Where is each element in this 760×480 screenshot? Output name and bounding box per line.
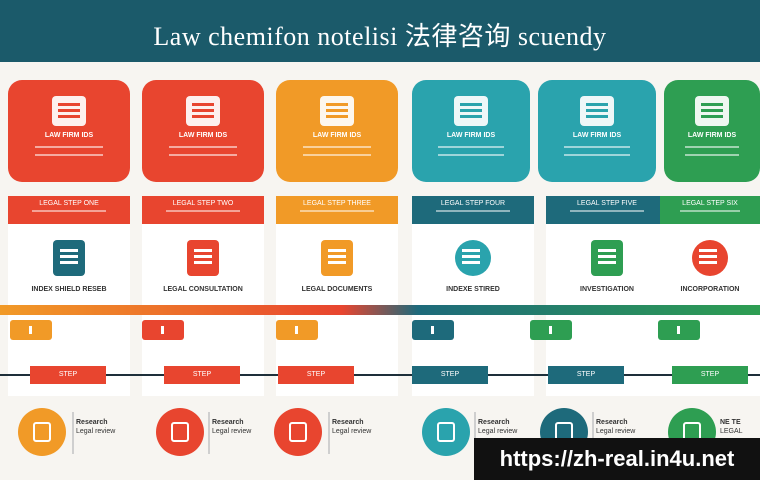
step-header: LEGAL STEP THREE [276,196,398,224]
divider [592,412,594,454]
card-3[interactable]: LAW FIRM IDS [276,80,398,182]
card-title: LAW FIRM IDS [178,132,228,139]
chip [658,320,700,340]
step-caption: INDEXE STIRED [446,286,500,293]
step-header: LEGAL STEP SIX [660,196,760,224]
step-column-4[interactable]: LEGAL STEP FOUR INDEXE STIRED [412,196,534,396]
divider [72,412,74,454]
header-bar [0,0,760,62]
card-title: LAW FIRM IDS [44,132,94,139]
globe-icon [455,240,491,276]
step-caption: INVESTIGATION [580,286,634,293]
card-line [168,146,238,148]
card-title: LAW FIRM IDS [572,132,622,139]
step-header: LEGAL STEP TWO [142,196,264,224]
chip [10,320,52,340]
building-icon [320,96,354,126]
chip [412,320,454,340]
note-icon [695,96,729,126]
watermark-url: https://zh-real.in4u.net [474,438,760,480]
step-header: LEGAL STEP ONE [8,196,130,224]
building-icon [321,240,353,276]
divider [328,412,330,454]
step-caption: LEGAL DOCUMENTS [301,286,373,293]
step-column-1[interactable]: LEGAL STEP ONE INDEX SHIELD RESEB [8,196,130,396]
document-icon [186,96,220,126]
chip [142,320,184,340]
card-6[interactable]: LAW FIRM IDS [664,80,760,182]
timeline [0,374,760,376]
step-tag[interactable]: STEP [164,366,240,384]
divider [474,412,476,454]
card-line [34,154,104,156]
chip [530,320,572,340]
step-column-5[interactable]: LEGAL STEP FIVE INVESTIGATION [546,196,668,396]
document-icon [580,96,614,126]
step-tag[interactable]: STEP [30,366,106,384]
step-tag[interactable]: STEP [278,366,354,384]
card-title: LAW FIRM IDS [446,132,496,139]
document-icon [591,240,623,276]
calendar-icon [156,408,204,456]
color-divider [0,305,760,315]
step-caption: LEGAL CONSULTATION [163,286,243,293]
card-line [302,146,372,148]
divider [208,412,210,454]
card-line [302,154,372,156]
card-line [34,146,104,148]
card-line [437,154,505,156]
document-icon [274,408,322,456]
step-column-6[interactable]: LEGAL STEP SIX INCORPORATION [660,196,760,396]
page-title: Law chemifon notelisi 法律咨询 scuendy [153,22,607,51]
step-tag[interactable]: STEP [548,366,624,384]
card-title: LAW FIRM IDS [312,132,362,139]
document-icon [454,96,488,126]
tablet-icon [422,408,470,456]
step-header: LEGAL STEP FIVE [546,196,668,224]
card-line [437,146,505,148]
card-line [563,146,631,148]
step-caption: INDEX SHIELD RESEB [31,286,107,293]
building-icon [53,240,85,276]
card-line [563,154,631,156]
card-5[interactable]: LAW FIRM IDS [538,80,656,182]
step-tag[interactable]: STEP [672,366,748,384]
card-4[interactable]: LAW FIRM IDS [412,80,530,182]
step-caption: INCORPORATION [680,286,740,293]
step-column-3[interactable]: LEGAL STEP THREE LEGAL DOCUMENTS [276,196,398,396]
briefcase-icon [187,240,219,276]
card-line [685,146,739,148]
card-1[interactable]: LAW FIRM IDS [8,80,130,182]
chip [276,320,318,340]
card-2[interactable]: LAW FIRM IDS [142,80,264,182]
step-tag[interactable]: STEP [412,366,488,384]
step-column-2[interactable]: LEGAL STEP TWO LEGAL CONSULTATION [142,196,264,396]
seal-icon [692,240,728,276]
card-title: LAW FIRM IDS [687,132,737,139]
document-icon [52,96,86,126]
card-line [685,154,739,156]
card-line [168,154,238,156]
heart-icon [18,408,66,456]
step-header: LEGAL STEP FOUR [412,196,534,224]
